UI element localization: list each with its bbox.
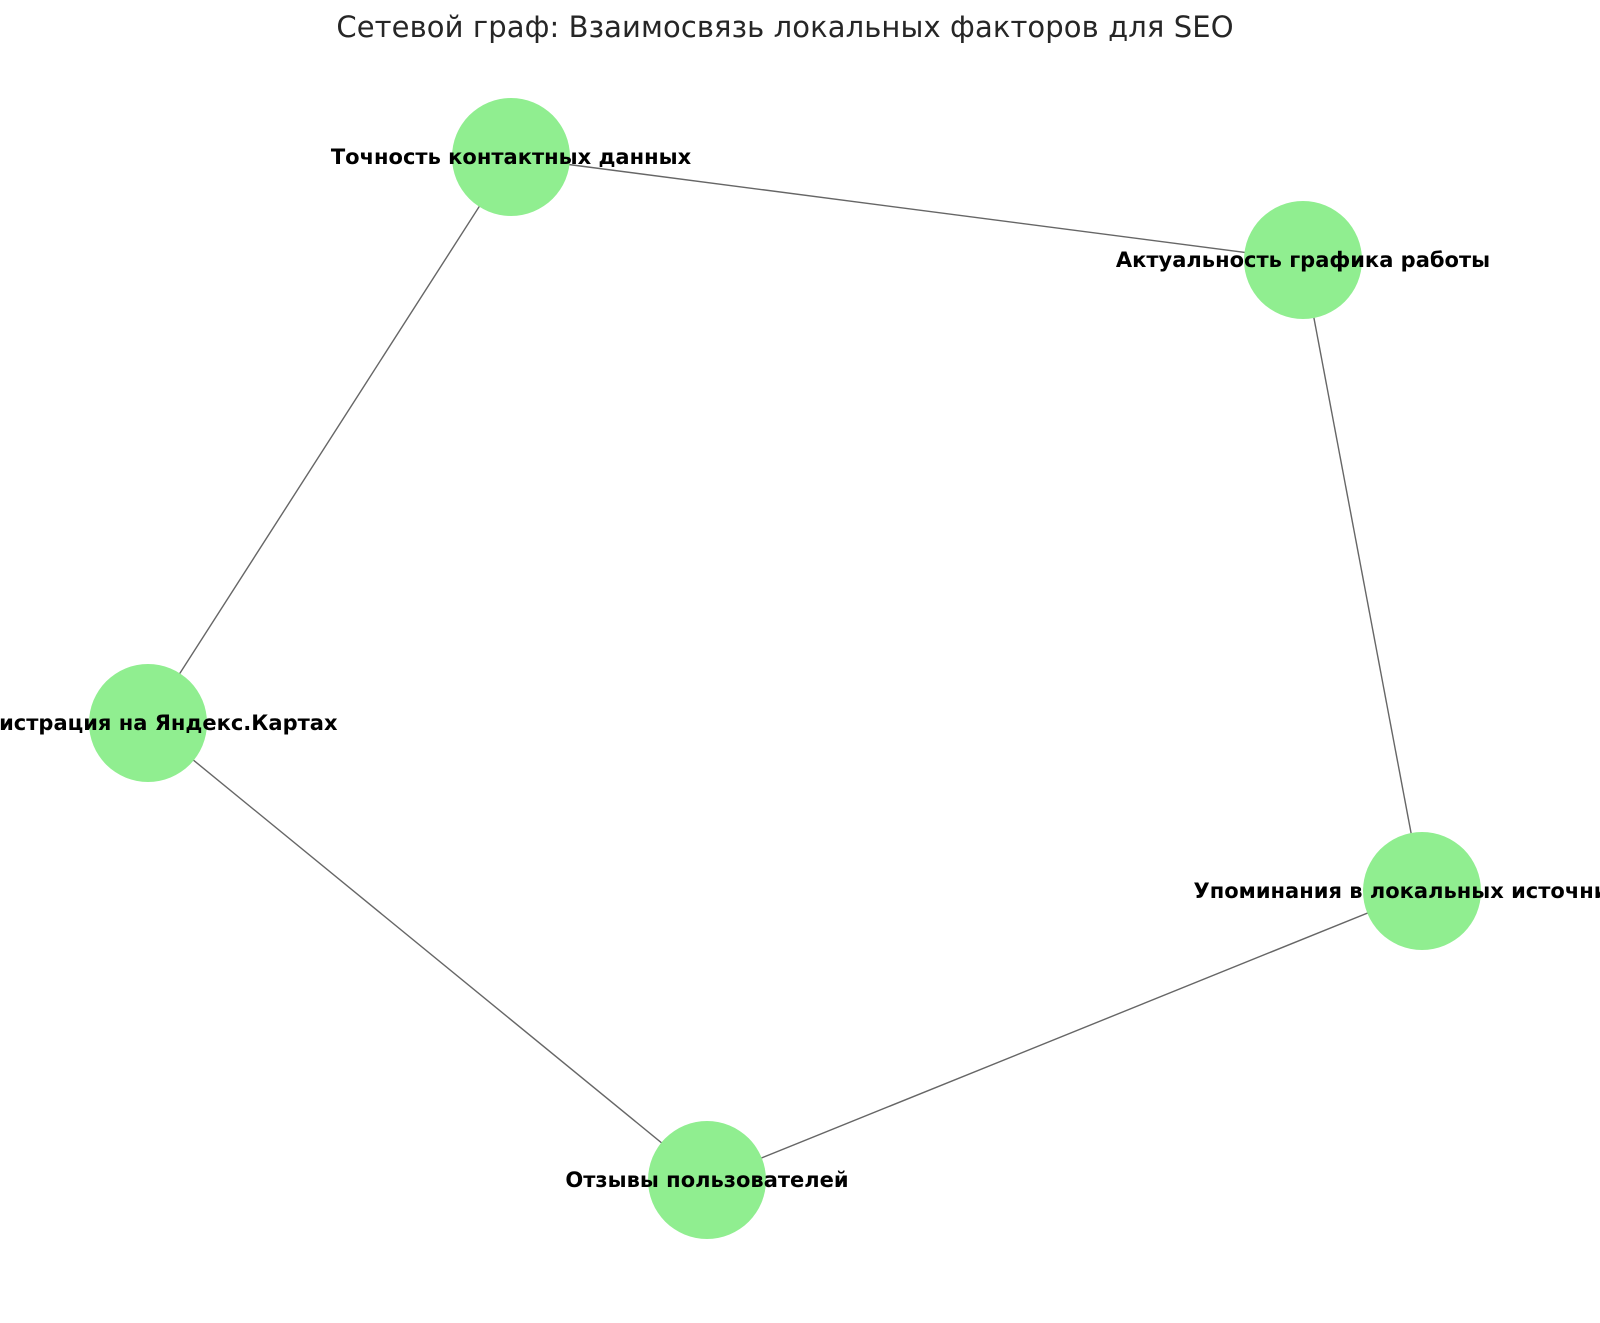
graph-edge (1302, 259, 1423, 892)
graph-node-contact_accuracy[interactable] (452, 98, 570, 216)
graph-node-schedule_relevance[interactable] (1244, 201, 1362, 319)
graph-edge (706, 890, 1423, 1181)
graph-node-user_reviews[interactable] (648, 1121, 766, 1239)
edge-layer (147, 156, 1423, 1181)
node-layer (89, 98, 1481, 1239)
graph-node-local_mentions[interactable] (1363, 832, 1481, 950)
graph-edge (147, 156, 512, 724)
graph-edge (510, 156, 1304, 261)
graph-node-yandex_maps_registration[interactable] (89, 664, 207, 782)
page-title: Сетевой граф: Взаимосвязь локальных факт… (336, 10, 1234, 44)
graph-edge (147, 722, 708, 1181)
